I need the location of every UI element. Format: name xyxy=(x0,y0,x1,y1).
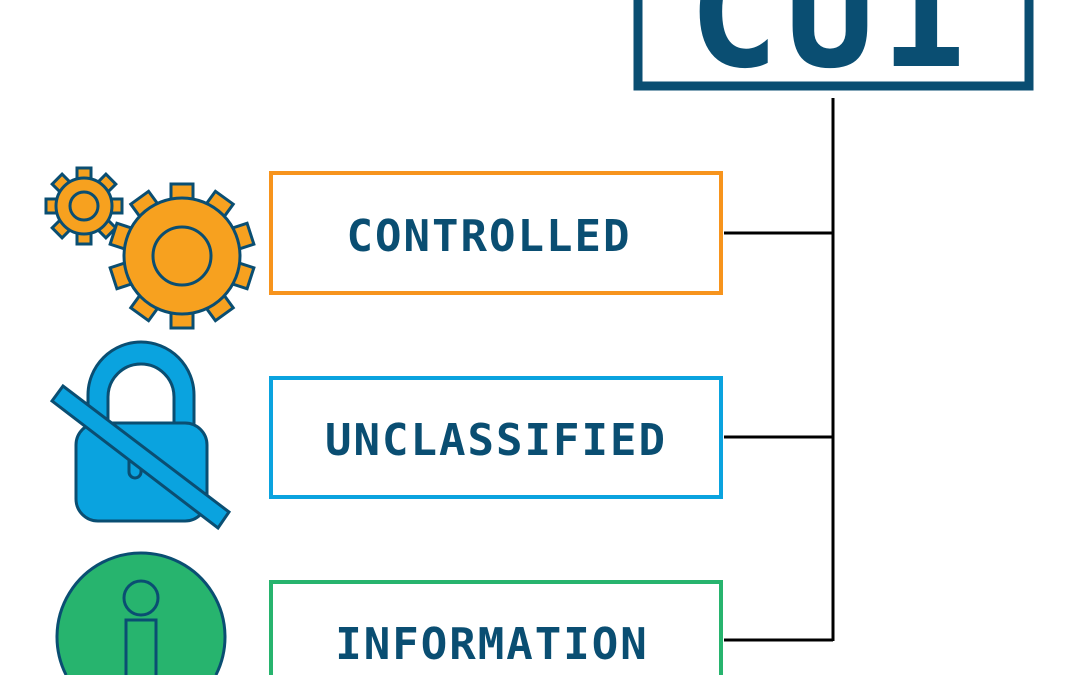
box-unclassified: UNCLASSIFIED xyxy=(269,376,723,499)
label-information: INFORMATION xyxy=(335,619,648,670)
box-information: INFORMATION xyxy=(269,580,723,675)
gears-icon xyxy=(44,166,256,330)
label-unclassified: UNCLASSIFIED xyxy=(325,415,667,466)
title-text: CUI xyxy=(689,0,978,102)
info-icon xyxy=(55,551,227,675)
box-controlled: CONTROLLED xyxy=(269,171,723,295)
connector-lines xyxy=(724,98,835,642)
crossed-lock-icon xyxy=(49,340,232,531)
label-controlled: CONTROLLED xyxy=(347,211,632,262)
title-box: CUI xyxy=(633,0,1034,102)
